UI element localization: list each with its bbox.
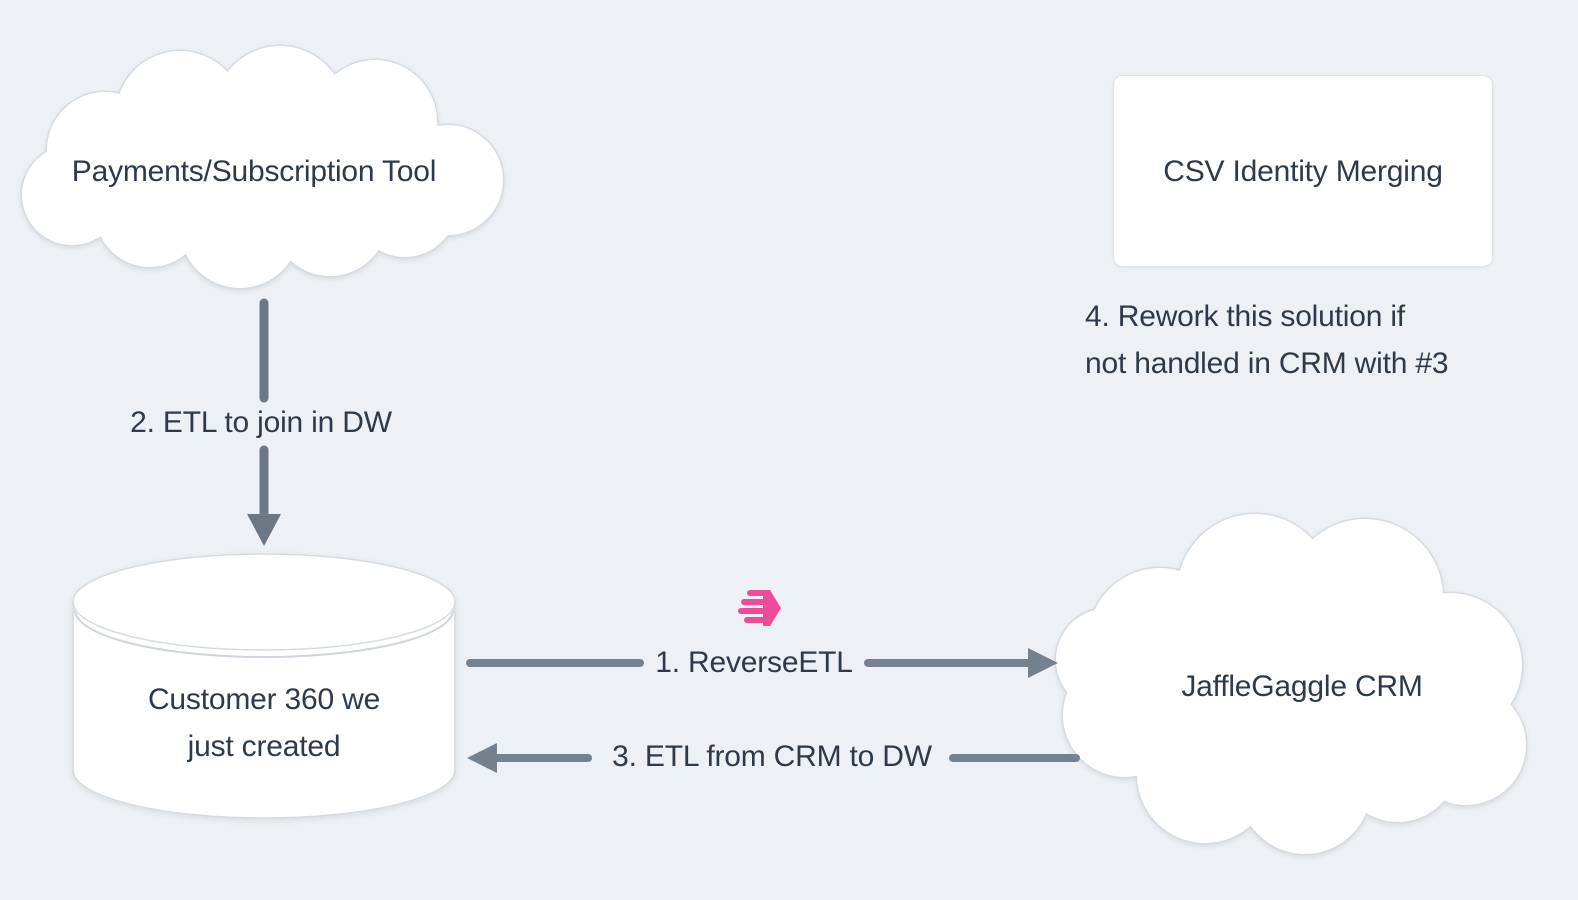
rework-note: 4. Rework this solution if not handled i… [1085, 293, 1449, 387]
etl-join-arrow [247, 298, 281, 546]
csv-box-label: CSV Identity Merging [1163, 155, 1443, 188]
hightouch-icon [738, 590, 781, 626]
customer360-label: Customer 360 we just created [148, 676, 380, 770]
payments-cloud-label: Payments/Subscription Tool [71, 155, 437, 188]
etl-join-arrow-label: 2. ETL to join in DW [130, 406, 392, 439]
customer360-cylinder-shape [72, 553, 456, 819]
etl-from-crm-arrow [467, 743, 1080, 773]
csv-box-shape [1113, 75, 1493, 267]
customer360-label-line2: just created [187, 730, 341, 763]
reverse-etl-arrow [466, 648, 1058, 678]
rework-note-line1: 4. Rework this solution if [1085, 300, 1405, 333]
customer360-label-line1: Customer 360 we [147, 683, 381, 716]
jafflegaggle-cloud-label: JaffleGaggle CRM [1181, 670, 1423, 703]
rework-note-line2: not handled in CRM with #3 [1085, 347, 1449, 380]
etl-from-crm-arrow-label: 3. ETL from CRM to DW [612, 740, 932, 773]
reverse-etl-arrow-label: 1. ReverseETL [655, 646, 853, 679]
